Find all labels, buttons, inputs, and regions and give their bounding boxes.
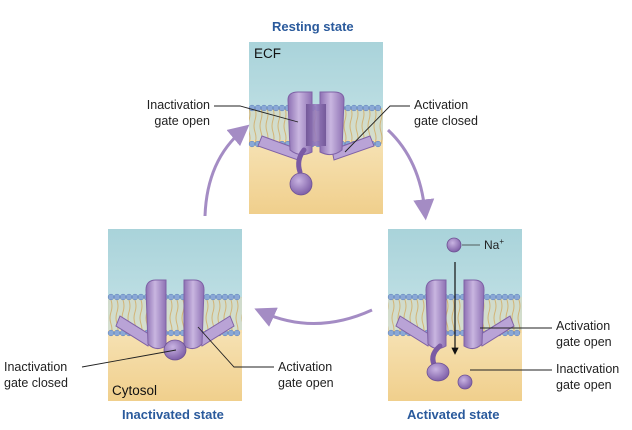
inactivated-activation-label: Activation gate open <box>278 359 334 391</box>
inactivated-inactivation-label: Inactivation gate closed <box>4 359 68 391</box>
phospholipid-head <box>227 329 235 337</box>
ion-symbol: Na <box>484 238 500 252</box>
phospholipid-head <box>209 293 217 301</box>
phospholipid-head <box>405 293 413 301</box>
phospholipid-head <box>362 104 370 112</box>
phospholipid-head <box>507 329 515 337</box>
sodium-ion <box>446 237 462 253</box>
label-line: Activation <box>278 360 333 374</box>
phospholipid-head <box>393 329 401 337</box>
phospholipid-head <box>260 104 268 112</box>
phospholipid-head <box>278 104 286 112</box>
phospholipid-head <box>107 329 115 337</box>
phospholipid-head <box>495 293 503 301</box>
phospholipid-head <box>387 329 395 337</box>
phospholipid-head <box>393 293 401 301</box>
label-line: gate open <box>154 114 210 128</box>
phospholipid-head <box>131 293 139 301</box>
phospholipid-head <box>113 293 121 301</box>
inactivated-state-title: Inactivated state <box>122 407 224 422</box>
activated-activation-label: Activation gate open <box>556 318 612 350</box>
phospholipid-head <box>411 293 419 301</box>
phospholipid-head <box>167 293 175 301</box>
phospholipid-head <box>350 104 358 112</box>
label-line: gate open <box>556 335 612 349</box>
phospholipid-head <box>417 293 425 301</box>
phospholipid-head <box>513 329 521 337</box>
inactivated-panel <box>107 229 242 401</box>
phospholipid-head <box>489 293 497 301</box>
phospholipid-head <box>447 329 455 337</box>
phospholipid-head <box>137 293 145 301</box>
resting-inactivation-label: Inactivation gate open <box>128 97 210 129</box>
phospholipid-head <box>215 293 223 301</box>
phospholipid-head <box>387 293 395 301</box>
phospholipid-head <box>125 293 133 301</box>
ion-charge: + <box>499 237 505 246</box>
phospholipid-head <box>447 293 455 301</box>
phospholipid-head <box>233 293 241 301</box>
resting-activation-label: Activation gate closed <box>414 97 478 129</box>
resting-state-title: Resting state <box>272 19 354 34</box>
label-line: gate open <box>556 378 612 392</box>
leader-lines <box>81 105 552 371</box>
phospholipid-head <box>173 293 181 301</box>
phospholipid-head <box>203 293 211 301</box>
phospholipid-head <box>483 293 491 301</box>
label-line: gate closed <box>4 376 68 390</box>
cycle-arrow-activated-to-inactivated <box>254 307 373 327</box>
cycle-arrow-resting-to-activated <box>386 128 435 221</box>
phospholipid-head <box>233 329 241 337</box>
open-channel <box>395 279 515 382</box>
label-line: Activation <box>414 98 469 112</box>
activated-state-title: Activated state <box>407 407 500 422</box>
phospholipid-head <box>119 293 127 301</box>
phospholipid-head <box>501 293 509 301</box>
resting-panel <box>248 42 383 214</box>
phospholipid-head <box>374 104 382 112</box>
phospholipid-head <box>368 104 376 112</box>
label-line: Activation <box>556 319 611 333</box>
label-line: gate closed <box>414 114 478 128</box>
sodium-ion-label: Na+ <box>484 237 504 252</box>
phospholipid-head <box>507 293 515 301</box>
phospholipid-head <box>344 104 352 112</box>
activated-inactivation-label: Inactivation gate open <box>556 361 619 393</box>
phospholipid-head <box>107 293 115 301</box>
phospholipid-head <box>167 329 175 337</box>
ecf-label: ECF <box>254 46 281 61</box>
phospholipid-head <box>248 140 256 148</box>
cycle-arrow-inactivated-to-resting <box>203 124 250 217</box>
phospholipid-head <box>173 329 181 337</box>
phospholipid-head <box>227 293 235 301</box>
cytosol-label: Cytosol <box>112 383 158 398</box>
label-line: gate open <box>278 376 334 390</box>
phospholipid-head <box>113 329 121 337</box>
phospholipid-head <box>513 293 521 301</box>
phospholipid-head <box>356 104 364 112</box>
label-line: Inactivation <box>146 98 210 112</box>
label-line: Inactivation <box>556 362 620 376</box>
phospholipid-head <box>399 293 407 301</box>
phospholipid-head <box>266 104 274 112</box>
sodium-ion-inside <box>457 374 473 390</box>
phospholipid-head <box>221 293 229 301</box>
label-line: Inactivation <box>4 360 68 374</box>
activated-panel <box>387 229 522 401</box>
phospholipid-head <box>272 104 280 112</box>
phospholipid-head <box>374 140 382 148</box>
closed-channel <box>257 91 375 196</box>
